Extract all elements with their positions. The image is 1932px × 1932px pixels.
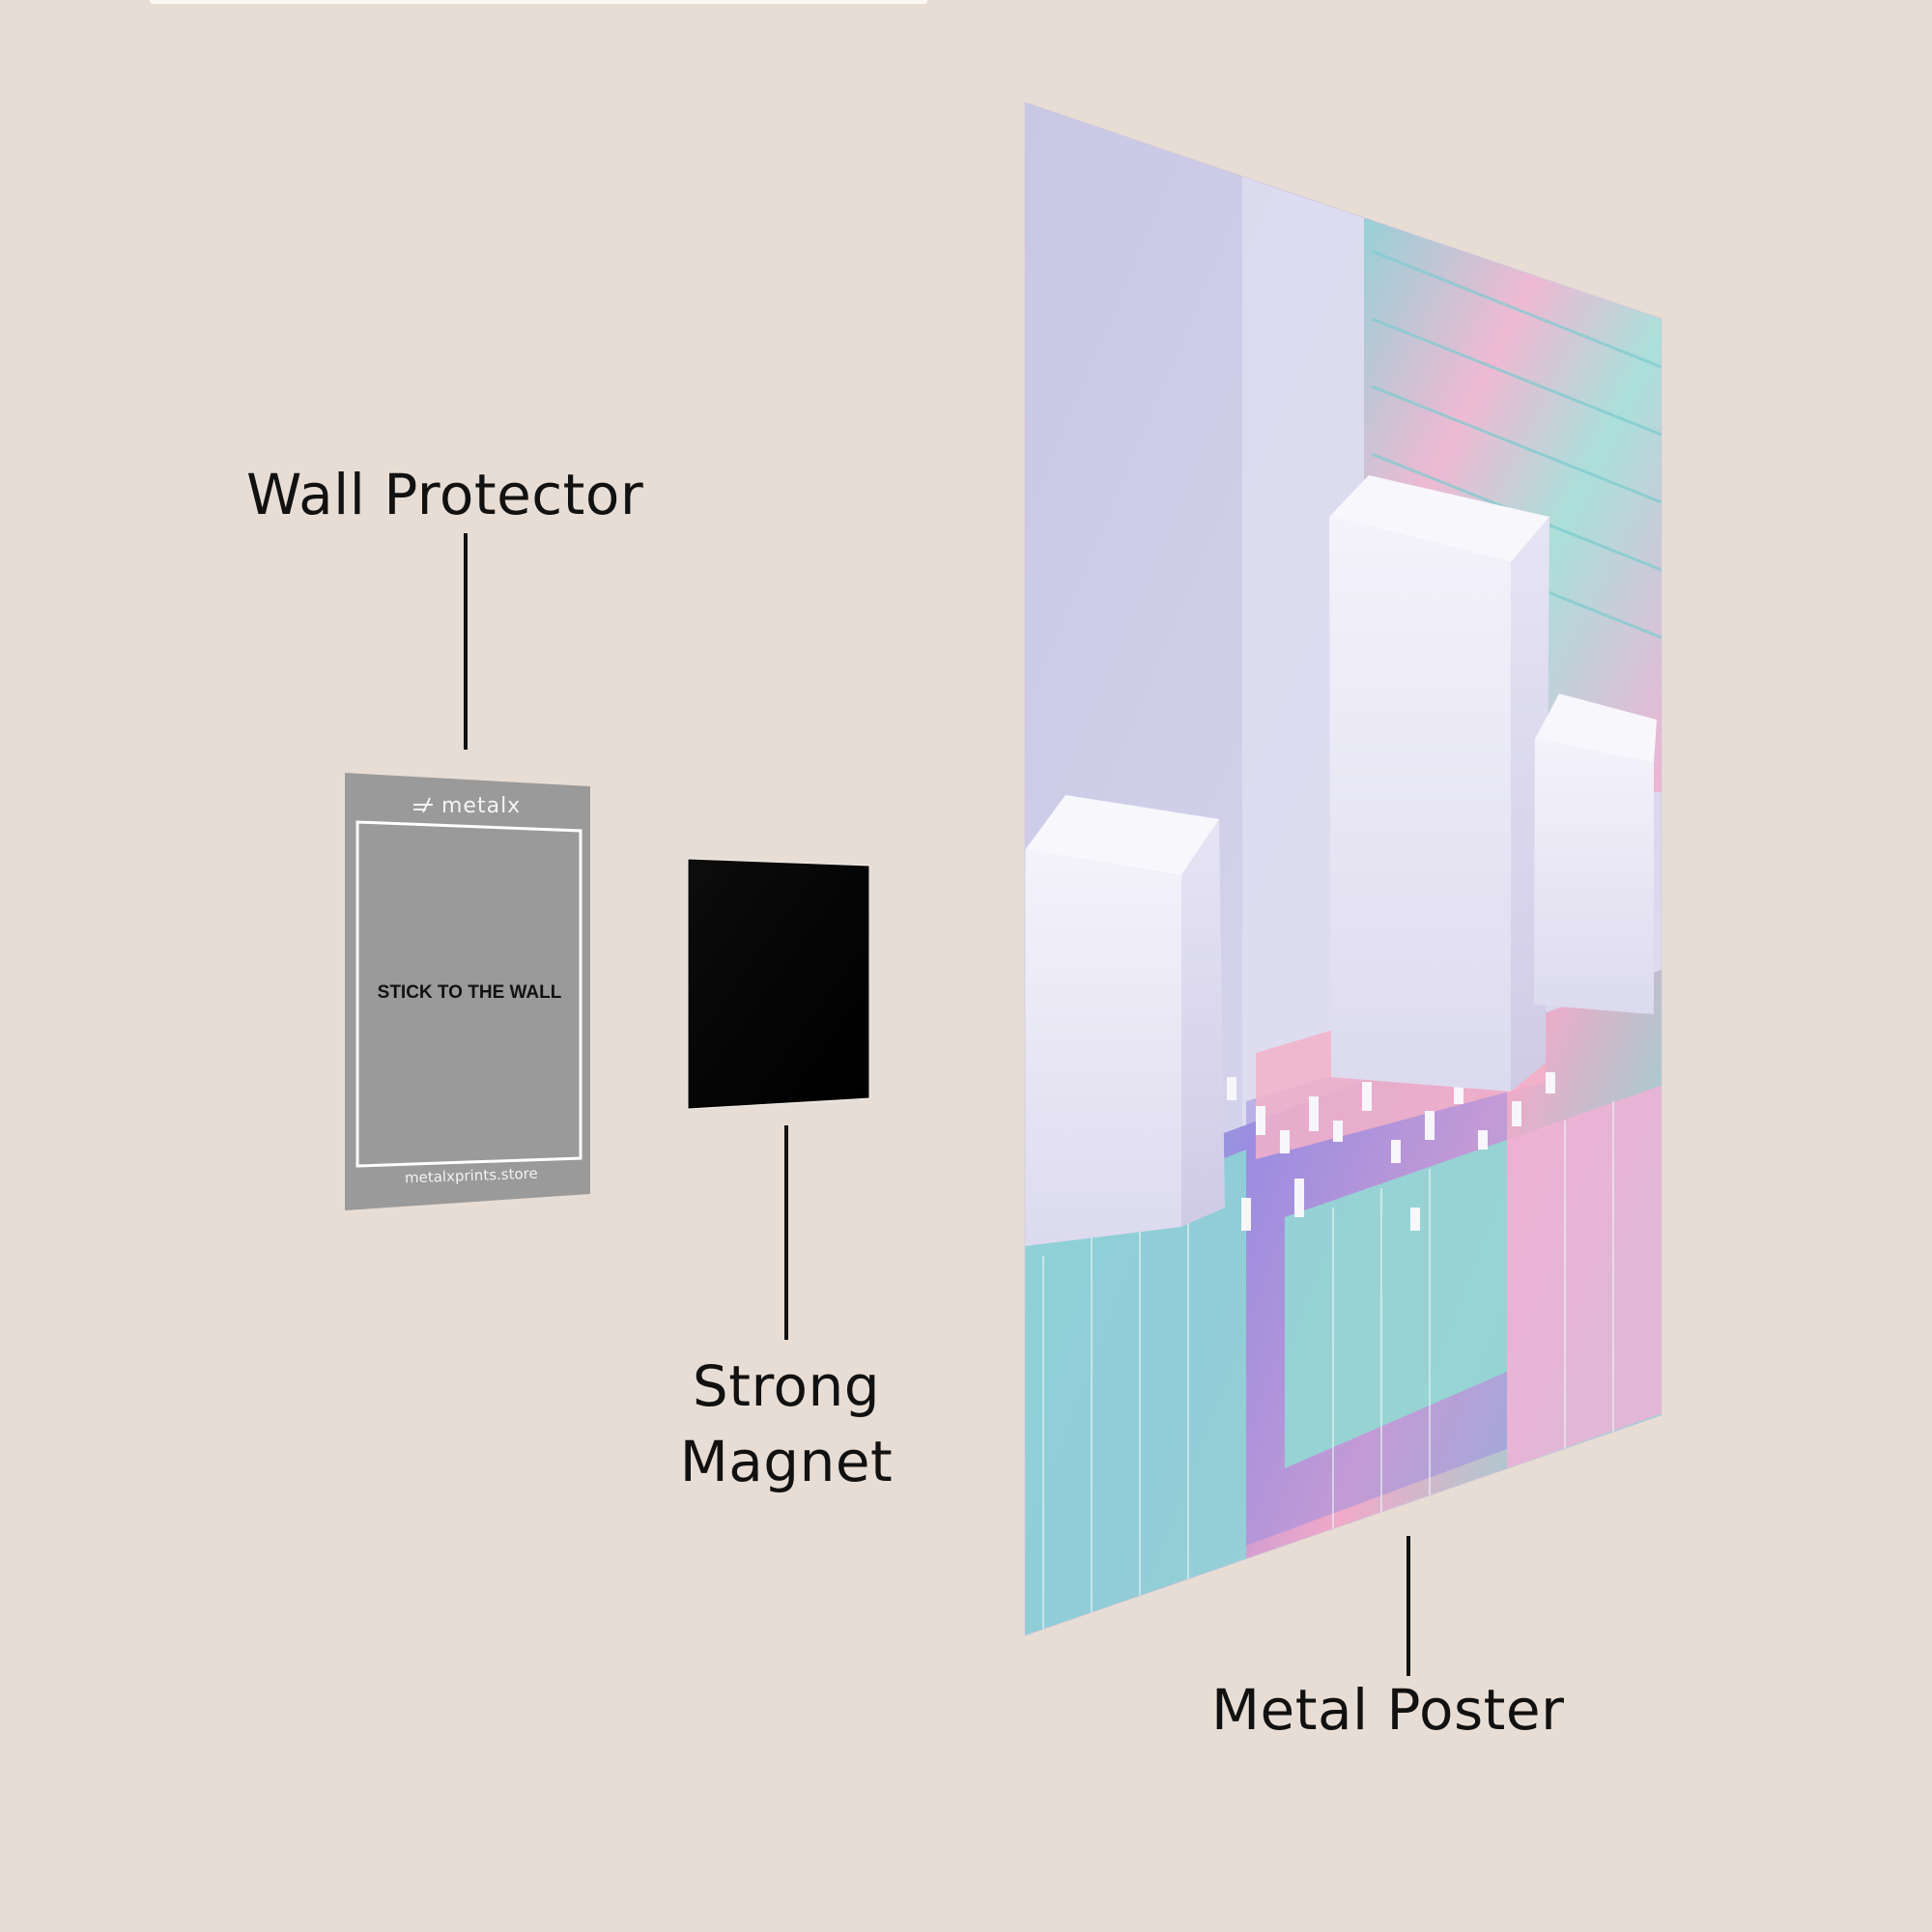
- website-text: metalxprints.store: [405, 1165, 538, 1187]
- small-buildings: [1227, 1072, 1555, 1231]
- top-edge-strip: [150, 0, 927, 4]
- metal-poster-label: Metal Poster: [1211, 1677, 1565, 1743]
- magnet-leader-line: [784, 1125, 788, 1340]
- tower-top: [1329, 475, 1549, 562]
- wall-protector-leader-line: [464, 533, 468, 750]
- stick-instruction: STICK TO THE WALL: [378, 982, 562, 1003]
- brand-name: metalx: [441, 794, 521, 818]
- metal-poster: [1025, 102, 1662, 1635]
- wall-protector-plate: metalx STICK TO THE WALL metalxprints.st…: [345, 773, 590, 1210]
- strong-magnet-label-line2: Magnet: [679, 1429, 894, 1494]
- magnet-plate: [687, 858, 870, 1110]
- strong-magnet-label-line1: Strong: [692, 1353, 881, 1419]
- poster-leader-line: [1406, 1536, 1410, 1676]
- wall-protector-label: Wall Protector: [246, 462, 644, 527]
- strong-magnet-label: Strong Magnet: [665, 1349, 908, 1499]
- metalx-logo-icon: [413, 797, 433, 813]
